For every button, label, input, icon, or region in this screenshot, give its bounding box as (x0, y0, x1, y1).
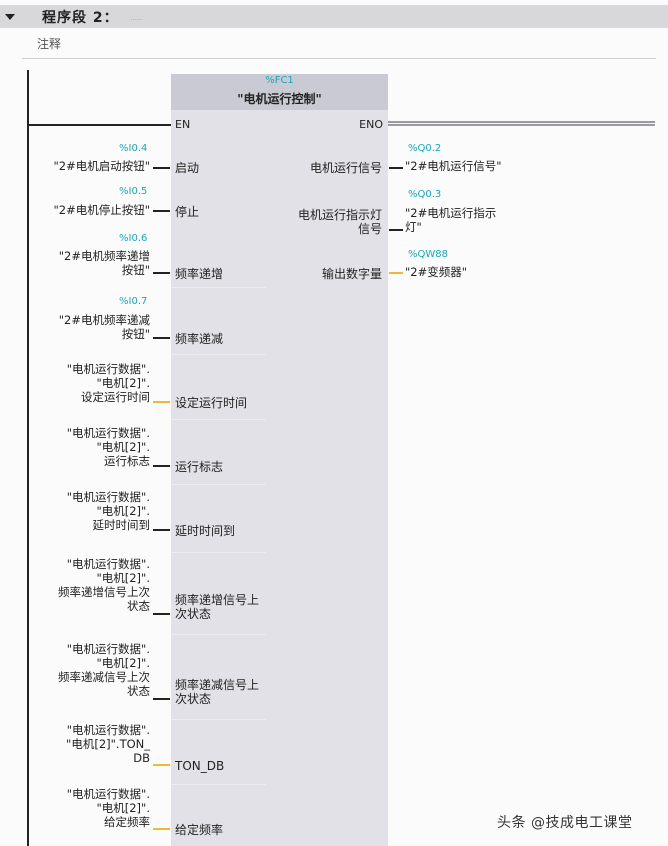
pin-delay-done: 延时时间到 (175, 524, 236, 538)
block-number: %FC1 (265, 75, 294, 86)
pin-stop: 停止 (175, 205, 200, 219)
pin-ton-db: TON_DB (175, 759, 225, 773)
pin-eno: ENO (359, 118, 383, 131)
network-title: 程序段 2： (42, 9, 119, 26)
wire-start (153, 167, 170, 169)
operand-freq-down-last-state[interactable]: "电机运行数据". "电机[2]". 频率递减信号上次 状态 (58, 642, 150, 698)
operand-set-runtime[interactable]: "电机运行数据". "电机[2]". 设定运行时间 (66, 362, 150, 404)
network-header[interactable]: 程序段 2： ...... (0, 5, 668, 28)
wire-stop (153, 210, 170, 212)
operand-ton-db[interactable]: "电机运行数据". "电机[2]".TON_ DB (66, 723, 150, 765)
pin-output-digital: 输出数字量 (321, 267, 382, 281)
operand-freq-up-button[interactable]: "2#电机频率递增 按钮" (58, 249, 150, 277)
pin-freq-down-last-state: 频率递减信号上 次状态 (175, 678, 260, 706)
function-block-fc1[interactable]: %FC1 "电机运行控制" EN ENO 启动 停止 频率递增 频率递减 设定运… (171, 74, 388, 846)
watermark: 头条 @技成电工课堂 (497, 815, 633, 831)
pin-separator (171, 719, 266, 720)
operand-freq-up-last-state[interactable]: "电机运行数据". "电机[2]". 频率递增信号上次 状态 (58, 557, 150, 613)
operand-delay-done[interactable]: "电机运行数据". "电机[2]". 延时时间到 (66, 490, 150, 532)
wire-freq-down-last (153, 698, 170, 700)
collapse-triangle-icon[interactable] (5, 13, 15, 20)
block-name: "电机运行控制" (237, 92, 322, 106)
operand-motor-run-signal[interactable]: "2#电机运行信号" (405, 159, 502, 173)
wire-run-flag (153, 465, 170, 467)
en-wire (28, 124, 171, 126)
pin-en: EN (175, 118, 191, 131)
pin-motor-run-signal: 电机运行信号 (309, 161, 382, 175)
wire-output-digital (389, 272, 403, 274)
block-header: %FC1 "电机运行控制" (171, 74, 388, 110)
network-comment[interactable]: 注释 (37, 37, 62, 51)
operand-inverter[interactable]: "2#变频器" (405, 265, 468, 279)
address-i0-5[interactable]: %I0.5 (119, 186, 148, 197)
eno-wire (388, 121, 655, 126)
pin-start: 启动 (175, 161, 200, 175)
pin-separator (171, 354, 266, 355)
pin-set-runtime: 设定运行时间 (175, 396, 248, 410)
pin-run-flag: 运行标志 (175, 460, 224, 474)
pin-freq-down: 频率递减 (175, 332, 224, 346)
pin-freq-up-last-state: 频率递增信号上 次状态 (175, 593, 260, 621)
network-title-placeholder[interactable]: ...... (130, 15, 143, 22)
pin-separator (171, 287, 266, 288)
address-q0-2[interactable]: %Q0.2 (408, 143, 442, 154)
wire-set-frequency (153, 828, 170, 830)
pin-separator (171, 484, 266, 485)
operand-freq-down-button[interactable]: "2#电机频率递减 按钮" (58, 313, 150, 341)
comment-divider (22, 58, 656, 59)
pin-separator (171, 552, 266, 553)
wire-freq-up (153, 272, 170, 274)
pin-set-frequency: 给定频率 (175, 823, 224, 837)
pin-separator (171, 419, 266, 420)
pin-separator (171, 784, 266, 785)
wire-run-indicator (389, 229, 403, 231)
operand-run-indicator[interactable]: "2#电机运行指示 灯" (405, 206, 497, 234)
wire-delay-done (153, 529, 170, 531)
wire-motor-run-signal (389, 167, 403, 169)
address-i0-6[interactable]: %I0.6 (119, 233, 148, 244)
pin-separator (171, 634, 266, 635)
address-q0-3[interactable]: %Q0.3 (408, 189, 442, 200)
operand-run-flag[interactable]: "电机运行数据". "电机[2]". 运行标志 (66, 426, 150, 468)
address-qw88[interactable]: %QW88 (408, 249, 448, 260)
power-rail (27, 70, 29, 846)
operand-stop-button[interactable]: "2#电机停止按钮" (53, 203, 150, 217)
wire-freq-down (153, 337, 170, 339)
wire-ton-db (153, 764, 170, 766)
operand-set-frequency[interactable]: "电机运行数据". "电机[2]". 给定频率 (66, 787, 150, 829)
wire-set-runtime (153, 401, 170, 403)
operand-start-button[interactable]: "2#电机启动按钮" (53, 159, 150, 173)
pin-freq-up: 频率递增 (175, 267, 224, 281)
pin-run-indicator-signal: 电机运行指示灯 信号 (297, 208, 382, 236)
address-i0-4[interactable]: %I0.4 (119, 143, 148, 154)
address-i0-7[interactable]: %I0.7 (119, 296, 148, 307)
wire-freq-up-last (153, 613, 170, 615)
